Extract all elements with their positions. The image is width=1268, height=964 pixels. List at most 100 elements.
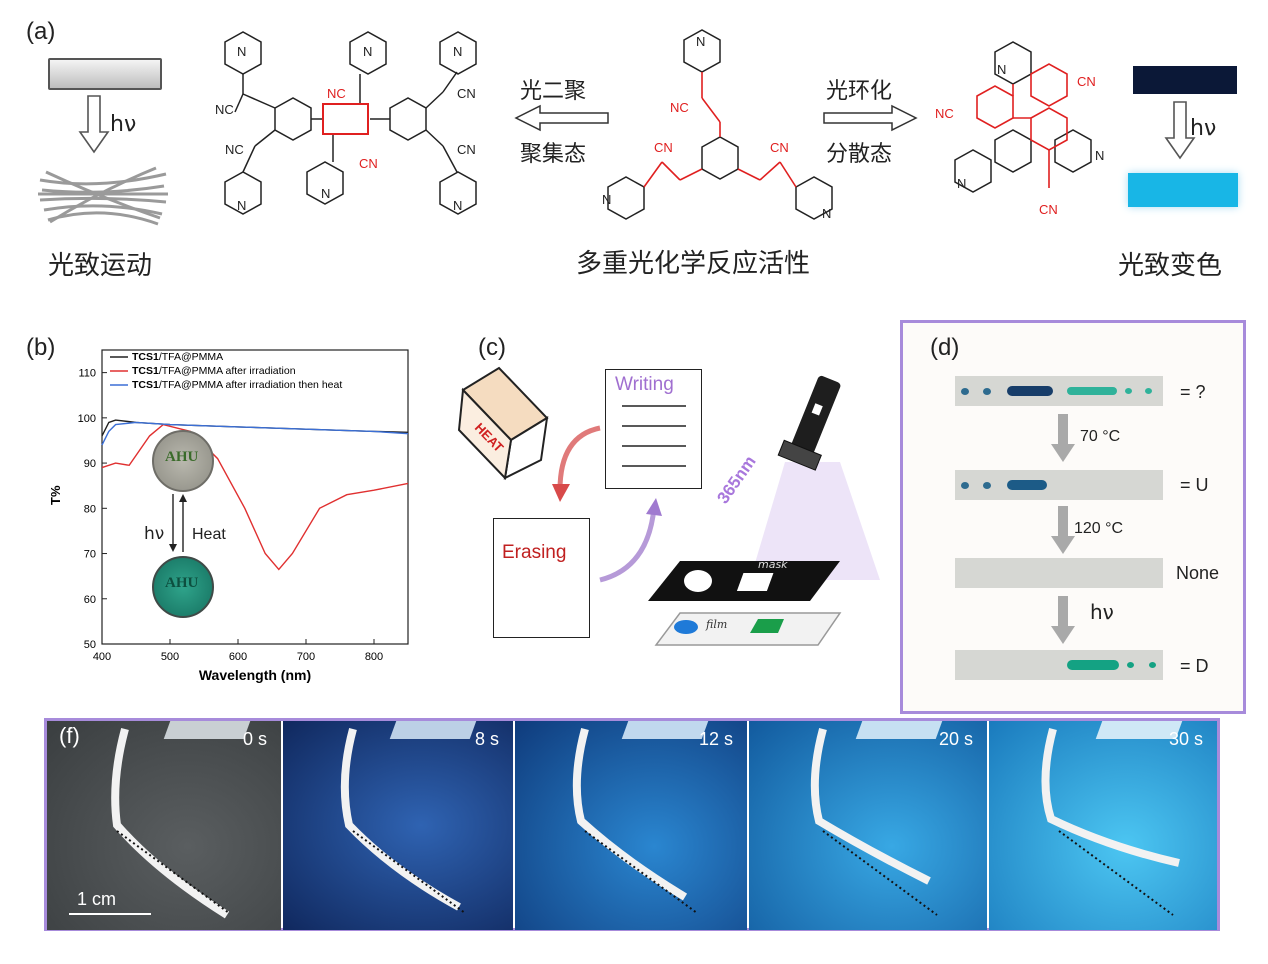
svg-text:N: N xyxy=(822,206,831,221)
x-tick-label: 600 xyxy=(229,651,247,663)
inset-disc-before xyxy=(152,430,214,492)
svg-text:N: N xyxy=(321,186,330,201)
uv-lamp-icon xyxy=(750,375,880,580)
down-arrow-icon xyxy=(1164,101,1196,160)
fiber-bundle-icon xyxy=(38,166,168,226)
video-frame-2: 12 s xyxy=(515,721,747,930)
grey-down-arrow-icon xyxy=(1051,506,1075,554)
text-lines-icon xyxy=(622,405,686,467)
center-caption: 多重光化学反应活性 xyxy=(576,249,811,279)
svg-text:N: N xyxy=(1095,148,1104,163)
erasing-label: Erasing xyxy=(502,542,567,563)
step-2-label: 120 °C xyxy=(1074,520,1124,537)
mask-film-stack-icon xyxy=(648,561,842,646)
plot-frame xyxy=(101,349,409,645)
writing-page xyxy=(605,369,702,489)
x-tick-label: 400 xyxy=(93,651,111,663)
scale-bar xyxy=(69,913,151,915)
down-arrow-icon xyxy=(78,95,110,154)
dimer-molecule-structure: N N N N N N NC NC CN CN NC CN xyxy=(215,31,477,215)
inset-arrows-icon xyxy=(169,494,187,552)
strip-4 xyxy=(955,650,1163,680)
light-blue-block xyxy=(1128,173,1238,207)
y-tick-label: 100 xyxy=(78,413,96,425)
video-frame-3: 20 s xyxy=(749,721,987,930)
film-label: film xyxy=(706,618,728,631)
series-line-1 xyxy=(101,423,409,571)
legend-entry: TCS1/TFA@PMMA after irradiation then hea… xyxy=(132,379,342,391)
panel-a-label: (a) xyxy=(26,18,56,45)
writing-label: Writing xyxy=(615,374,674,395)
right-caption: 光致变色 xyxy=(1118,251,1223,281)
svg-text:N: N xyxy=(453,198,462,213)
strip-3 xyxy=(955,558,1163,588)
svg-text:N: N xyxy=(602,192,611,207)
legend-entry: TCS1/TFA@PMMA xyxy=(132,351,223,363)
video-frame-4: 30 s xyxy=(989,721,1217,930)
y-tick-label: 80 xyxy=(84,503,96,515)
panel-b-label: (b) xyxy=(26,334,56,361)
panel-c-label: (c) xyxy=(478,334,506,361)
video-frame-0: 0 s (f) 1 cm xyxy=(47,721,281,930)
strip-2 xyxy=(955,470,1163,500)
panel-f-label: (f) xyxy=(59,723,80,748)
svg-text:CN: CN xyxy=(1077,74,1096,89)
svg-text:CN: CN xyxy=(1039,202,1058,217)
panel-d-label: (d) xyxy=(930,334,960,361)
left-arrow-top-text: 光二聚 xyxy=(520,79,587,104)
grey-down-arrow-icon xyxy=(1051,414,1075,462)
y-axis-label: T% xyxy=(48,485,63,505)
inset-heat-label: Heat xyxy=(192,526,226,543)
svg-text:CN: CN xyxy=(457,86,476,101)
x-axis-label: Wavelength (nm) xyxy=(199,667,311,683)
svg-text:CN: CN xyxy=(654,140,673,155)
svg-text:NC: NC xyxy=(935,106,954,121)
dark-blue-block xyxy=(1133,66,1237,94)
inset-text-after: AHU xyxy=(165,575,199,591)
hv-label-right: hν xyxy=(1190,116,1217,141)
transmittance-chart: 50 60 70 80 90 100 110 400 500 600 700 800 T% Wave… xyxy=(48,349,409,683)
svg-text:N: N xyxy=(453,44,462,59)
erasing-page xyxy=(493,518,590,638)
mask-label: mask xyxy=(758,558,788,571)
cyclized-molecule-structure: N N N CN NC CN xyxy=(935,41,1104,217)
svg-text:CN: CN xyxy=(359,156,378,171)
y-tick-label: 70 xyxy=(84,549,96,561)
time-label-1: 8 s xyxy=(474,729,499,749)
svg-text:CN: CN xyxy=(457,142,476,157)
svg-text:NC: NC xyxy=(327,86,346,101)
x-tick-label: 500 xyxy=(161,651,179,663)
svg-text:N: N xyxy=(696,34,705,49)
svg-text:N: N xyxy=(997,62,1006,77)
svg-text:N: N xyxy=(363,44,372,59)
svg-text:CN: CN xyxy=(770,140,789,155)
svg-text:N: N xyxy=(237,44,246,59)
monomer-molecule-structure: N N N NC CN CN xyxy=(602,29,833,221)
strip-1 xyxy=(955,376,1163,406)
left-reaction-arrow-icon xyxy=(514,104,609,132)
x-tick-label: 700 xyxy=(297,651,315,663)
svg-text:N: N xyxy=(957,176,966,191)
heat-eraser-icon xyxy=(457,366,549,481)
svg-text:NC: NC xyxy=(225,142,244,157)
step-3-label: hν xyxy=(1090,600,1114,624)
right-arrow-top-text: 光环化 xyxy=(826,79,893,104)
y-tick-label: 110 xyxy=(78,368,96,380)
result-3: None xyxy=(1176,563,1220,583)
left-caption: 光致运动 xyxy=(48,251,153,281)
time-label-4: 30 s xyxy=(1168,729,1203,749)
crystal-block xyxy=(48,58,162,90)
inset-hv-label: hν xyxy=(144,524,165,544)
y-tick-label: 50 xyxy=(84,639,96,651)
time-label-3: 20 s xyxy=(938,729,973,749)
right-arrow-bottom-text: 分散态 xyxy=(826,142,893,167)
legend-entry: TCS1/TFA@PMMA after irradiation xyxy=(132,365,296,377)
result-1: = ? xyxy=(1180,382,1206,402)
x-tick-label: 800 xyxy=(365,651,383,663)
scale-bar-label: 1 cm xyxy=(77,889,117,909)
svg-text:NC: NC xyxy=(670,100,689,115)
y-tick-label: 90 xyxy=(84,458,96,470)
cycle-arrows-icon xyxy=(552,425,662,583)
right-reaction-arrow-icon xyxy=(823,104,918,132)
y-tick-label: 60 xyxy=(84,594,96,606)
